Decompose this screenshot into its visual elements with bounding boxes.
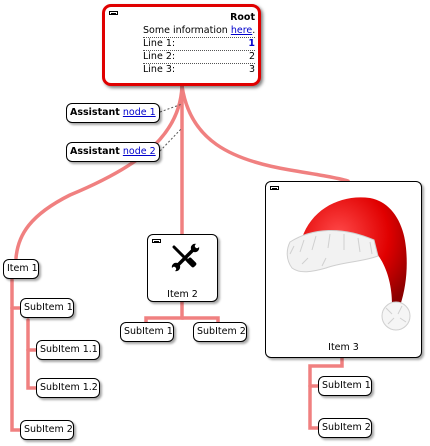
subitem-node[interactable]: SubItem 1 — [318, 376, 372, 396]
assistant-label: Assistant — [70, 107, 120, 118]
item-1-label: Item 1 — [7, 263, 38, 274]
root-info-suffix: . — [252, 25, 256, 36]
root-line-value: 1 — [248, 38, 255, 49]
assistant-node-1[interactable]: Assistant node 1 — [66, 103, 160, 123]
item-3-label: Item 3 — [328, 342, 359, 353]
root-info-text: Some information — [143, 25, 228, 36]
subitem-label: SubItem 2 — [322, 422, 371, 433]
subitem-label: SubItem 2 — [24, 424, 73, 435]
assistant-node-2[interactable]: Assistant node 2 — [66, 142, 160, 162]
assistant-node-link[interactable]: node 1 — [122, 107, 156, 118]
subitem-label: SubItem 1.2 — [40, 382, 98, 393]
root-line-label: Line 1: — [143, 38, 176, 49]
item-3-node[interactable]: Item 3 — [265, 181, 422, 358]
subitem-label: SubItem 1 — [322, 380, 371, 391]
collapse-icon[interactable] — [109, 11, 118, 15]
item-2-label: Item 2 — [167, 289, 198, 300]
subitem-label: SubItem 2 — [197, 326, 246, 337]
root-title: Root — [230, 12, 255, 23]
collapse-icon[interactable] — [152, 239, 161, 243]
subitem-label: SubItem 1 — [124, 326, 173, 337]
root-node[interactable]: Root Some information here. Line 1: 1 Li… — [102, 4, 261, 86]
subitem-node[interactable]: SubItem 1 — [120, 322, 174, 342]
item-1-node[interactable]: Item 1 — [3, 259, 39, 279]
subitem-node[interactable]: SubItem 1 — [20, 298, 74, 318]
item-2-node[interactable]: Item 2 — [147, 234, 218, 302]
root-line-row: Line 1: 1 — [143, 38, 255, 51]
root-line-row: Line 2: 2 — [143, 51, 255, 64]
assistant-node-link[interactable]: node 2 — [122, 146, 156, 157]
subitem-label: SubItem 1 — [24, 302, 73, 313]
collapse-icon[interactable] — [270, 186, 279, 190]
root-info-link[interactable]: here — [230, 25, 253, 36]
root-line-label: Line 3: — [143, 64, 176, 75]
subitem-node[interactable]: SubItem 1.1 — [36, 340, 100, 360]
assistant-label: Assistant — [70, 146, 120, 157]
root-line-value: 3 — [248, 64, 255, 75]
subitem-node[interactable]: SubItem 1.2 — [36, 378, 100, 398]
root-line-label: Line 2: — [143, 51, 176, 62]
root-line-row: Line 3: 3 — [143, 64, 255, 76]
root-line-value: 2 — [248, 51, 255, 62]
subitem-node[interactable]: SubItem 2 — [20, 420, 74, 440]
subitem-node[interactable]: SubItem 2 — [193, 322, 247, 342]
subitem-node[interactable]: SubItem 2 — [318, 418, 372, 438]
santa-hat-image — [286, 197, 411, 331]
subitem-label: SubItem 1.1 — [40, 344, 98, 355]
tools-icon — [171, 243, 200, 272]
